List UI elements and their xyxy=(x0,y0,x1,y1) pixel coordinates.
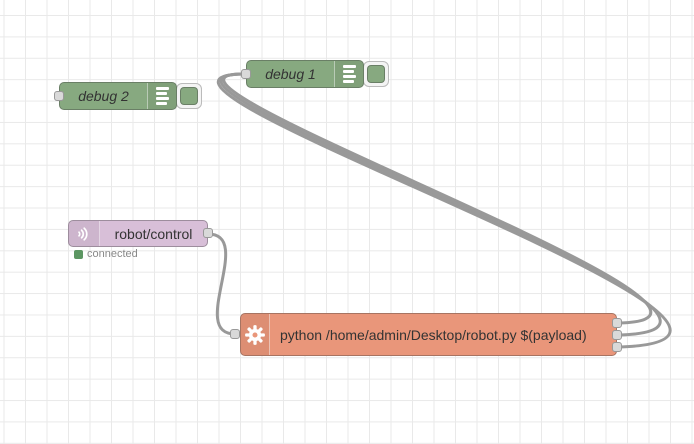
exec-output-port-3[interactable] xyxy=(612,342,622,352)
node-exec[interactable]: python /home/admin/Desktop/robot.py $(pa… xyxy=(240,313,617,356)
status-text: connected xyxy=(87,248,138,260)
debug2-toggle-state xyxy=(180,87,198,105)
node-debug1-label: debug 1 xyxy=(265,66,316,82)
debug1-input-port[interactable] xyxy=(241,69,251,79)
debug-list-icon xyxy=(147,83,176,109)
mqtt-status: connected xyxy=(74,248,138,260)
signal-icon-glyph xyxy=(78,226,88,241)
node-debug2[interactable]: debug 2 xyxy=(59,82,177,110)
debug2-input-port[interactable] xyxy=(54,91,64,101)
debug1-toggle-state xyxy=(367,65,385,83)
mqtt-output-port[interactable] xyxy=(203,228,213,238)
debug2-toggle-button[interactable] xyxy=(176,83,202,109)
gear-icon xyxy=(241,314,270,355)
node-exec-label: python /home/admin/Desktop/robot.py $(pa… xyxy=(280,326,587,343)
exec-input-port[interactable] xyxy=(230,329,240,339)
wire-exec-out1-to-debug1[interactable] xyxy=(222,72,653,325)
list-icon-glyph xyxy=(155,87,169,105)
status-dot-icon xyxy=(74,249,83,259)
wire-exec-out3-to-debug1[interactable] xyxy=(216,72,672,349)
node-mqtt-label: robot/control xyxy=(114,225,193,242)
wire-exec-out2-to-debug1[interactable] xyxy=(219,72,662,337)
signal-icon xyxy=(69,221,100,246)
exec-output-port-2[interactable] xyxy=(612,330,622,340)
gear-icon-glyph xyxy=(245,324,265,345)
node-debug1[interactable]: debug 1 xyxy=(246,60,364,88)
exec-output-port-1[interactable] xyxy=(612,318,622,328)
debug-list-icon xyxy=(334,61,363,87)
debug1-toggle-button[interactable] xyxy=(363,61,389,87)
node-mqtt-in[interactable]: robot/control xyxy=(68,220,208,247)
list-icon-glyph xyxy=(342,65,356,83)
wire-mqtt-to-exec[interactable] xyxy=(207,232,236,336)
node-debug2-label: debug 2 xyxy=(78,88,129,104)
